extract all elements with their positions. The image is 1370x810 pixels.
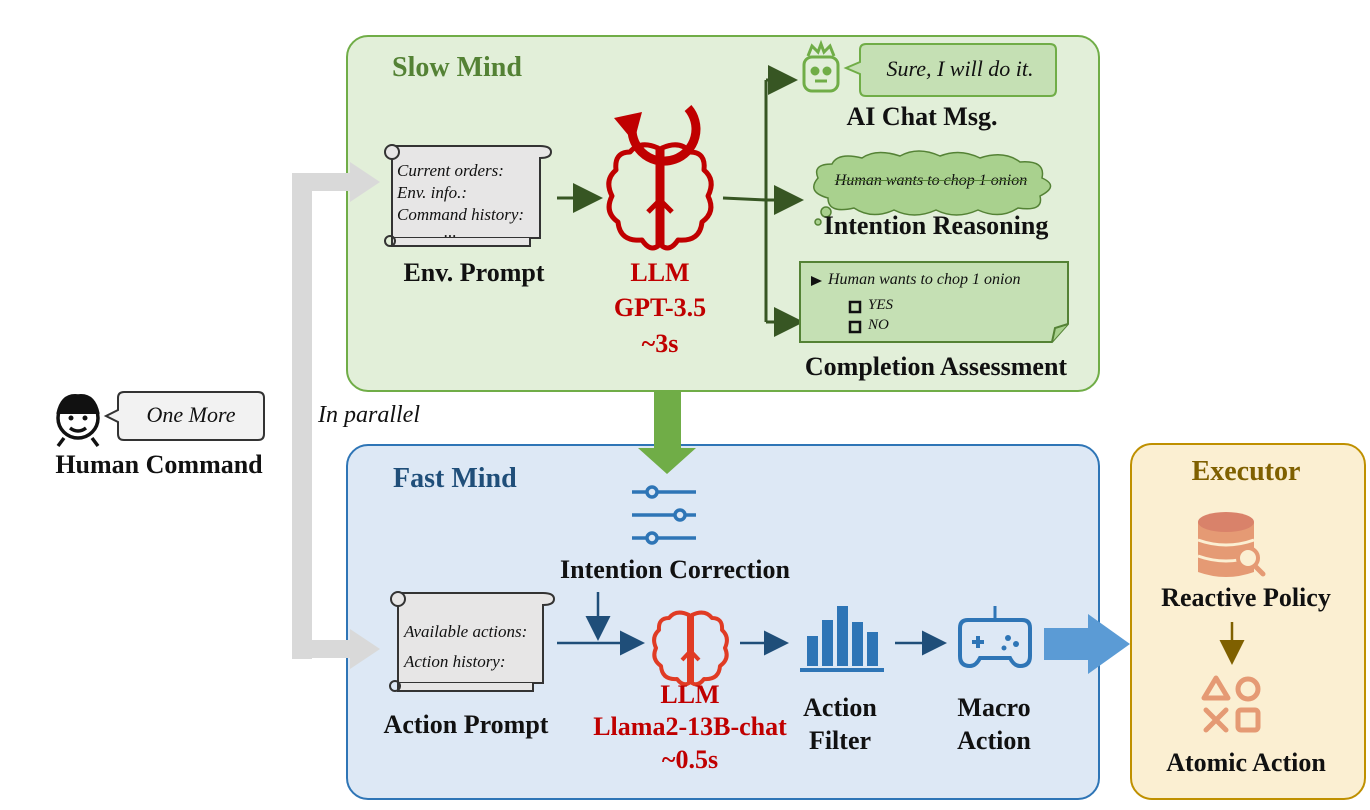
reactive-policy-label: Reactive Policy <box>1161 583 1331 612</box>
no-checkbox <box>848 320 862 334</box>
assessment-yes-text: YES <box>868 297 894 313</box>
slow-mind-title: Slow Mind <box>392 52 522 83</box>
action-prompt-label: Action Prompt <box>383 710 549 739</box>
action-filter-label-1: Action <box>803 693 877 722</box>
env-prompt-line-2: Env. info.: <box>397 183 468 202</box>
intention-correction-label: Intention Correction <box>560 555 790 584</box>
action-prompt-scroll-icon <box>389 591 556 692</box>
slow-llm-label: LLM <box>630 258 690 287</box>
env-prompt-line-4: ... <box>444 222 457 241</box>
database-search-icon <box>1197 512 1266 577</box>
action-filter-label-2: Filter <box>808 726 872 755</box>
ai-chat-label: AI Chat Msg. <box>846 102 998 131</box>
brain-icon-slow <box>606 142 714 251</box>
parallel-arrows <box>292 162 380 669</box>
brain-icon-fast <box>652 610 729 687</box>
slow-llm-time: ~3s <box>641 329 679 358</box>
human-speech-text: One More <box>146 402 236 427</box>
fast-mind-title: Fast Mind <box>393 463 517 494</box>
macro-action-label-2: Action <box>957 726 1031 755</box>
env-prompt-line-3: Command history: <box>397 205 525 224</box>
in-parallel-label: In parallel <box>318 402 420 428</box>
completion-assessment-label: Completion Assessment <box>804 352 1068 381</box>
ai-chat-bubble <box>843 43 1057 97</box>
fast-llm-model: Llama2-13B-chat <box>593 712 787 741</box>
controller-symbols-icon <box>1201 675 1261 733</box>
ai-chat-text: Sure, I will do it. <box>886 56 1034 81</box>
fast-llm-label: LLM <box>660 680 720 709</box>
thought-text: Human wants to chop 1 onion <box>834 172 1028 189</box>
executor-title: Executor <box>1191 456 1301 487</box>
robot-icon <box>802 39 840 93</box>
yes-checkbox <box>848 300 862 314</box>
thought-cloud <box>813 150 1052 226</box>
slow-to-fast-arrow <box>638 390 696 474</box>
action-prompt-line-2: Action history: <box>404 652 506 671</box>
gamepad-icon <box>958 606 1032 669</box>
env-prompt-scroll-icon <box>384 144 553 247</box>
intention-reasoning-label: Intention Reasoning <box>823 211 1049 240</box>
atomic-action-label: Atomic Action <box>1166 748 1326 777</box>
action-prompt-line-1: Available actions: <box>404 622 528 641</box>
assessment-no-text: NO <box>868 317 889 333</box>
macro-action-label-1: Macro <box>957 693 1031 722</box>
fast-llm-time: ~0.5s <box>661 745 719 774</box>
sliders-icon <box>632 485 696 545</box>
human-command-label: Human Command <box>55 450 263 479</box>
human-face-icon <box>56 394 100 448</box>
env-prompt-line-1: Current orders: <box>397 161 504 180</box>
human-speech-bubble <box>103 391 265 441</box>
assessment-item-text: Human wants to chop 1 onion <box>828 271 1021 288</box>
bullet-arrow-icon <box>811 276 822 286</box>
fast-to-executor-arrow <box>1044 614 1130 674</box>
slow-llm-model: GPT-3.5 <box>613 293 707 322</box>
bar-filter-icon <box>800 606 884 672</box>
executor-panel <box>1130 443 1366 800</box>
env-prompt-label: Env. Prompt <box>403 258 545 287</box>
